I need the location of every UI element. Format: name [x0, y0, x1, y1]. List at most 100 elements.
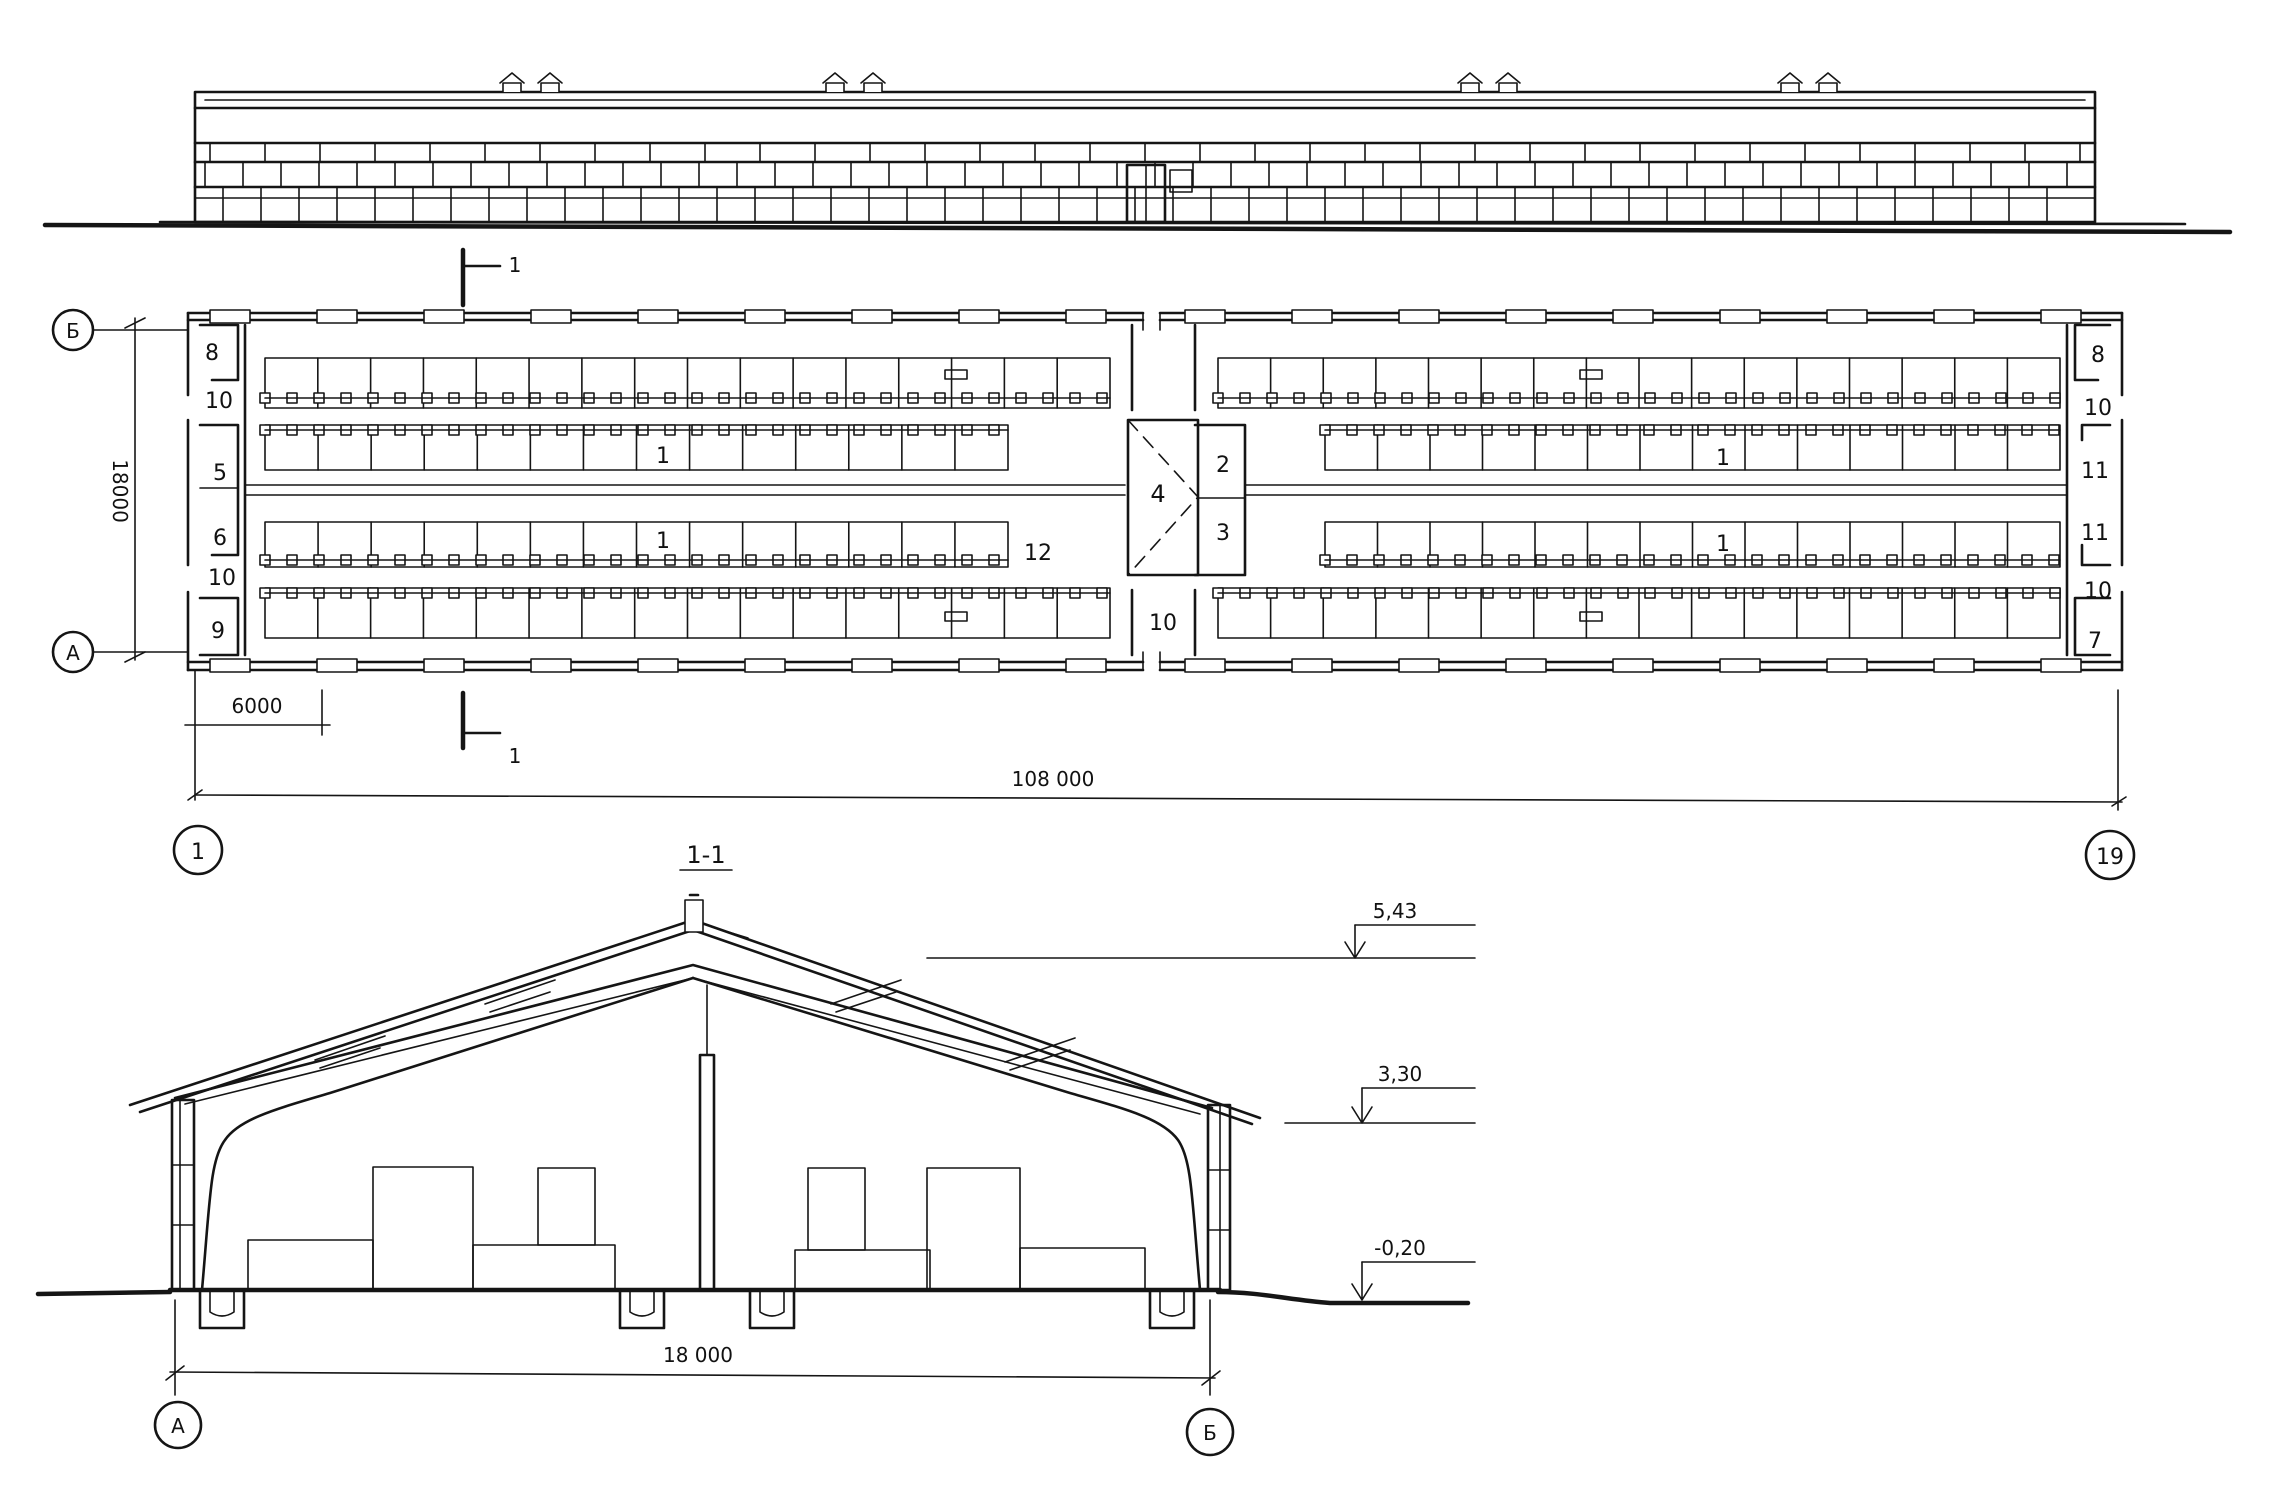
- dimension-bay-value: 6000: [232, 694, 283, 718]
- axis-marker-b-plan: Б: [51, 308, 189, 352]
- room-8-right: 8: [2091, 343, 2105, 368]
- svg-text:Б: Б: [1203, 1421, 1217, 1445]
- svg-text:А: А: [171, 1414, 185, 1438]
- roof-purlin: [314, 1035, 386, 1069]
- axis-marker-a-section: А: [153, 1400, 203, 1450]
- wall-window: [1291, 309, 1333, 324]
- axis-marker-19: 19: [2084, 829, 2136, 881]
- wall-window: [1612, 658, 1654, 673]
- room-10-right-top: 10: [2084, 396, 2112, 421]
- dimension-bay: 6000: [184, 669, 331, 801]
- wall-window: [637, 309, 679, 324]
- room-10-right-bottom: 10: [2084, 579, 2112, 604]
- elevation-eave: 3,30: [1284, 1062, 1476, 1124]
- room-4: 4: [1150, 480, 1165, 508]
- facade-elevation: [42, 72, 2233, 235]
- manure-trough: [209, 1291, 235, 1317]
- room-10-left-top: 10: [205, 389, 233, 414]
- svg-text:19: 19: [2096, 845, 2124, 870]
- svg-text:1: 1: [509, 253, 522, 277]
- wall-window: [423, 309, 465, 324]
- wall-window: [1398, 658, 1440, 673]
- wall-window: [1826, 309, 1868, 324]
- axis-marker-a-plan: А: [51, 630, 189, 674]
- wall-window: [2040, 658, 2082, 673]
- room-2: 2: [1216, 453, 1230, 478]
- roof-vent: [1495, 72, 1521, 93]
- room-9: 9: [211, 619, 225, 644]
- wall-window: [1505, 309, 1547, 324]
- elevation-eave-value: 3,30: [1378, 1062, 1423, 1086]
- svg-text:Б: Б: [66, 319, 80, 343]
- wall-window: [1184, 658, 1226, 673]
- svg-text:1: 1: [191, 840, 205, 865]
- manure-channels: [198, 1288, 1196, 1330]
- section-mark-bottom: 1: [460, 690, 521, 768]
- wall-window: [1826, 658, 1868, 673]
- axis-marker-1: 1: [172, 824, 224, 876]
- elevation-ridge: 5,43: [926, 899, 1476, 959]
- interior-equipment: [247, 1166, 1146, 1291]
- room-labels-right: 8 10 11 11 10 7 1 1: [1716, 343, 2112, 654]
- svg-text:А: А: [66, 641, 80, 665]
- manure-channel: [1148, 1288, 1196, 1330]
- pen-rows: [259, 357, 2061, 639]
- pen-label-left-upper: 1: [656, 444, 670, 469]
- wall-window: [851, 658, 893, 673]
- manure-trough: [1159, 1291, 1185, 1317]
- wall-window: [1933, 658, 1975, 673]
- wall-window: [1505, 658, 1547, 673]
- elevation-ground-value: -0,20: [1374, 1236, 1426, 1260]
- roof-structure: [128, 893, 1262, 1126]
- elevation-ridge-value: 5,43: [1373, 899, 1418, 923]
- room-11-lower: 11: [2081, 521, 2109, 546]
- manure-trough: [629, 1291, 655, 1317]
- room-10-center: 10: [1149, 611, 1177, 636]
- room-6: 6: [213, 526, 227, 551]
- roof-vent: [822, 72, 848, 93]
- roof-vent: [499, 72, 525, 93]
- section-span-value: 18 000: [663, 1343, 733, 1367]
- roof-vent: [1457, 72, 1483, 93]
- dimension-width: 18000: [108, 317, 146, 663]
- wall-window: [744, 309, 786, 324]
- wall-window: [1291, 658, 1333, 673]
- room-7: 7: [2088, 629, 2102, 654]
- wall-window: [316, 658, 358, 673]
- wall-window: [1933, 309, 1975, 324]
- frame-left: [170, 976, 695, 1292]
- label-12: 12: [1024, 541, 1052, 566]
- central-block: [1126, 323, 1247, 657]
- wall-window: [1612, 309, 1654, 324]
- room-labels-center: 4 2 3 10: [1149, 453, 1230, 636]
- room-3: 3: [1216, 521, 1230, 546]
- axis-marker-b-section: Б: [1185, 1407, 1235, 1457]
- roof-purlin: [484, 979, 556, 1013]
- manure-trough: [759, 1291, 785, 1317]
- section-span-dimension: 18 000: [165, 1299, 1221, 1396]
- manure-channel: [618, 1288, 666, 1330]
- section-title: 1-1: [686, 841, 725, 869]
- pen-label-right-upper: 1: [1716, 446, 1730, 471]
- dimension-length: 108 000: [187, 689, 2127, 811]
- wall-window: [423, 658, 465, 673]
- roof-purlin: [1004, 1037, 1076, 1071]
- ground-line: [35, 1289, 1471, 1306]
- room-8-left: 8: [205, 341, 219, 366]
- room-labels-left: 8 10 5 6 10 9 1 1 12: [205, 341, 1052, 644]
- floor-plan: 8 10 5 6 10 9 1 1 12 4 2 3 10 8 10 11 11…: [51, 247, 2136, 881]
- wall-window: [1184, 309, 1226, 324]
- wall-window: [1719, 658, 1761, 673]
- wall-window: [209, 309, 251, 324]
- roof-vent: [537, 72, 563, 93]
- frame-right: [691, 976, 1232, 1292]
- wall-window: [637, 658, 679, 673]
- facade-door: [1125, 163, 1193, 224]
- wall-window: [530, 658, 572, 673]
- dimension-length-value: 108 000: [1012, 767, 1095, 791]
- pen-label-right-lower: 1: [1716, 532, 1730, 557]
- roof-purlin: [830, 979, 902, 1013]
- room-11-upper: 11: [2081, 459, 2109, 484]
- roof-vent-group: [499, 72, 1841, 93]
